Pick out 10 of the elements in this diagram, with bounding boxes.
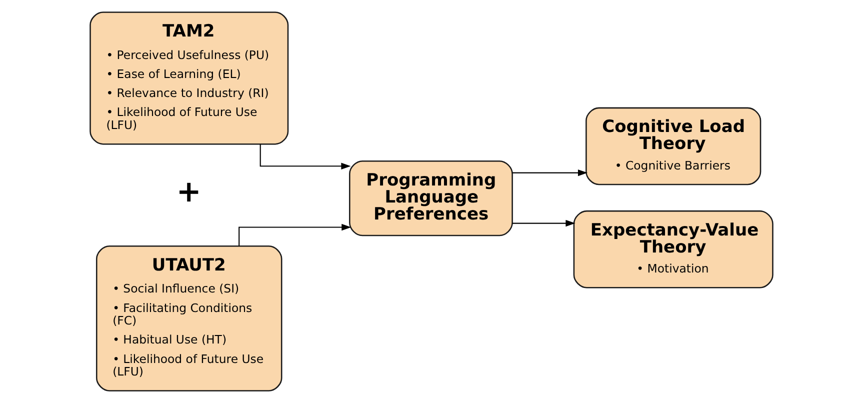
arrow <box>238 224 352 246</box>
node-box: Expectancy-Value Theory • Motivation <box>573 210 774 288</box>
node-box: Programming Language Preferences <box>349 160 513 236</box>
arrow <box>260 144 351 170</box>
node-box: TAM2 • Perceived Usefulness (PU) • Ease of Learning (EL) • Relevance to Industry (RI) • Likelihood of Future Use (LFU) <box>90 12 289 145</box>
label: + <box>176 174 202 210</box>
arrow <box>512 220 576 227</box>
arrow <box>512 169 588 176</box>
node-box: UTAUT2 • Social Influence (SI) • Facilitating Conditions (FC) • Habitual Use (HT) • Likelihood of Future Use (LFU) <box>96 246 282 392</box>
node-box: Cognitive Load Theory • Cognitive Barriers <box>586 107 762 186</box>
